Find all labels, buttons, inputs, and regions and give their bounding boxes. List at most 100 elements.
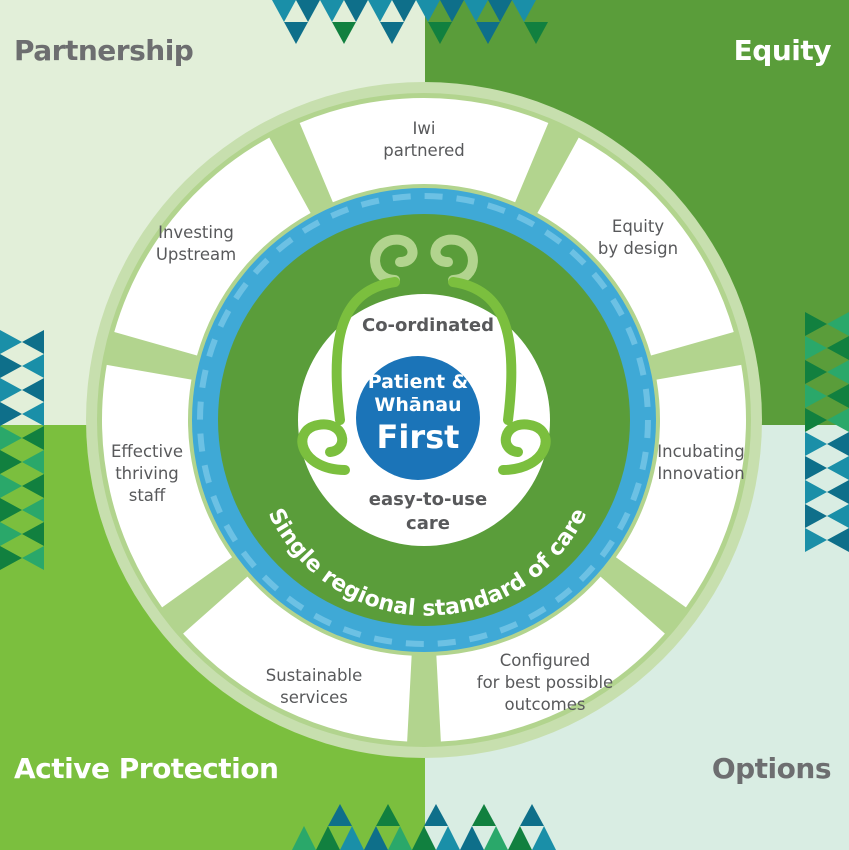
koru-stem-right — [448, 277, 517, 425]
triangle-decoration — [22, 474, 44, 498]
triangle-decoration — [364, 826, 388, 850]
label-equity: Equity — [733, 34, 832, 67]
triangle-decoration — [22, 330, 44, 354]
wheel-segment — [183, 576, 412, 742]
triangle-decoration — [316, 826, 340, 850]
triangle-decoration — [805, 312, 827, 336]
blue-ring-swirls — [197, 193, 651, 647]
triangle-decoration — [524, 22, 548, 44]
triangle-decoration — [368, 0, 392, 22]
triangle-decoration — [805, 456, 827, 480]
triangle-decoration — [22, 402, 44, 426]
triangle-decoration — [464, 0, 488, 22]
wheel-segment — [299, 97, 549, 203]
triangle-decoration — [460, 826, 484, 850]
triangle-decoration — [22, 450, 44, 474]
triangle-decoration — [0, 450, 22, 474]
label-active-protection: Active Protection — [14, 752, 279, 785]
triangle-decoration — [512, 0, 536, 22]
triangle-decoration — [22, 546, 44, 570]
triangle-decoration — [296, 0, 320, 22]
triangle-decoration — [0, 474, 22, 498]
segment-incubating-innovation: Incubating Innovation — [657, 442, 745, 483]
triangle-decoration — [272, 0, 296, 22]
triangle-decoration — [827, 432, 849, 456]
triangle-decoration — [0, 426, 22, 450]
triangle-decoration — [22, 498, 44, 522]
triangle-decoration — [484, 826, 508, 850]
segment-sustainable-services: Sustainable services — [265, 666, 363, 707]
wheel-segment — [537, 137, 734, 356]
segment-iwi-partnered: Iwi partnered — [383, 119, 465, 160]
triangle-decoration — [827, 504, 849, 528]
triangle-decoration — [320, 0, 344, 22]
segment-configured-outcomes: Configured for best possible outcomes — [476, 651, 614, 714]
triangle-decoration — [827, 336, 849, 360]
triangle-decoration — [22, 378, 44, 402]
inner-easy-to-use-care: easy-to-use care — [368, 489, 488, 534]
segment-effective-thriving-staff: Effective thriving staff — [111, 442, 183, 505]
triangle-decoration — [332, 22, 356, 44]
triangle-decoration — [344, 0, 368, 22]
wheel-segment — [615, 364, 746, 608]
label-partnership: Partnership — [14, 34, 194, 67]
center-patient: Patient & — [367, 371, 469, 393]
triangle-decoration — [0, 498, 22, 522]
triangle-decoration — [416, 0, 440, 22]
triangle-decoration — [0, 546, 22, 570]
triangle-decoration — [805, 336, 827, 360]
triangle-decoration — [488, 0, 512, 22]
triangle-decoration — [22, 426, 44, 450]
triangle-decoration — [292, 826, 316, 850]
center-first: First — [376, 418, 460, 456]
koru-left — [297, 419, 350, 475]
triangle-decoration — [827, 408, 849, 432]
label-options: Options — [711, 752, 832, 785]
wheel-segment — [114, 137, 311, 356]
wheel-segment — [102, 364, 233, 608]
koru-top-left — [370, 234, 418, 285]
triangle-decoration — [827, 384, 849, 408]
triangle-decoration — [440, 0, 464, 22]
triangle-decoration — [22, 522, 44, 546]
triangle-decoration — [827, 360, 849, 384]
koru-right — [498, 419, 551, 475]
triangle-decoration — [388, 826, 412, 850]
triangle-decoration — [22, 354, 44, 378]
triangle-decoration — [0, 354, 22, 378]
triangle-decoration — [284, 22, 308, 44]
center-circle — [356, 356, 480, 480]
koru-motif — [297, 234, 551, 475]
triangle-decoration — [392, 0, 416, 22]
triangle-decoration — [328, 804, 352, 826]
triangle-decoration — [805, 504, 827, 528]
triangle-decoration — [428, 22, 452, 44]
triangle-decoration — [532, 826, 556, 850]
triangle-decoration — [380, 22, 404, 44]
triangle-decoration — [805, 480, 827, 504]
segment-equity-by-design: Equity by design — [597, 217, 679, 258]
triangle-decoration — [472, 804, 496, 826]
koru-stem-left — [331, 277, 400, 425]
triangle-decoration — [0, 522, 22, 546]
triangle-decoration — [0, 402, 22, 426]
triangle-decoration — [376, 804, 400, 826]
triangle-decoration — [424, 804, 448, 826]
triangle-decoration — [805, 360, 827, 384]
triangle-decoration — [805, 528, 827, 552]
triangle-decoration — [476, 22, 500, 44]
triangle-decoration — [0, 378, 22, 402]
triangle-decoration — [340, 826, 364, 850]
triangle-decoration — [827, 456, 849, 480]
wheel-segment — [436, 576, 665, 742]
inner-coordinated: Co-ordinated — [361, 315, 494, 336]
triangle-decoration — [520, 804, 544, 826]
triangle-decoration — [827, 312, 849, 336]
koru-top-right — [430, 234, 478, 285]
triangle-decoration — [805, 408, 827, 432]
triangle-decoration — [805, 432, 827, 456]
triangle-decoration — [805, 384, 827, 408]
triangle-decoration — [412, 826, 436, 850]
